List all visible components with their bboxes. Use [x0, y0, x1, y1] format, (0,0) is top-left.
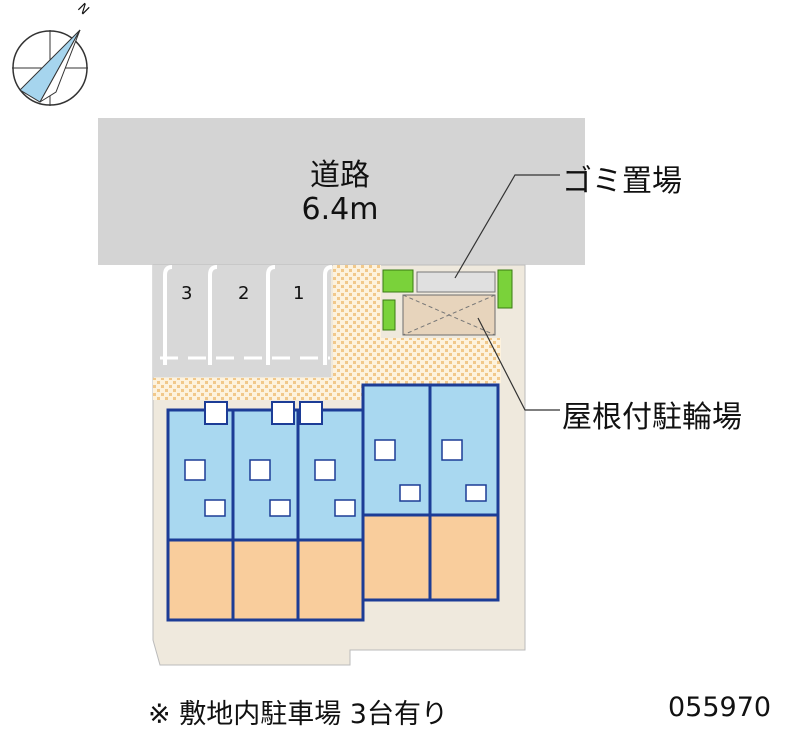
road-width: 6.4m — [301, 192, 379, 227]
footer-note: ※ 敷地内駐車場 3台有り — [148, 699, 448, 730]
callout-line-bicycle — [477, 317, 560, 411]
callout-bicycle-parking: 屋根付駐輪場 — [562, 400, 742, 435]
building-left — [166, 408, 365, 622]
building-left-stairs — [204, 401, 323, 425]
parking-area — [153, 265, 331, 377]
parking-space-1: 1 — [293, 283, 305, 304]
callout-garbage: ゴミ置場 — [562, 164, 682, 199]
garbage-area — [416, 271, 496, 293]
callout-line-garbage — [454, 174, 560, 279]
road — [98, 118, 585, 265]
compass-icon — [12, 29, 88, 106]
walkway-center — [336, 338, 501, 383]
parking-space-3: 3 — [181, 283, 193, 304]
interior-lines — [184, 439, 487, 517]
planting-1 — [382, 269, 414, 293]
parking-space-2: 2 — [238, 283, 250, 304]
parking-dividers — [163, 265, 333, 365]
road-name: 道路 — [310, 158, 370, 193]
planting-3 — [382, 299, 396, 331]
planting-2 — [497, 269, 513, 309]
footer-code: 055970 — [668, 692, 772, 723]
